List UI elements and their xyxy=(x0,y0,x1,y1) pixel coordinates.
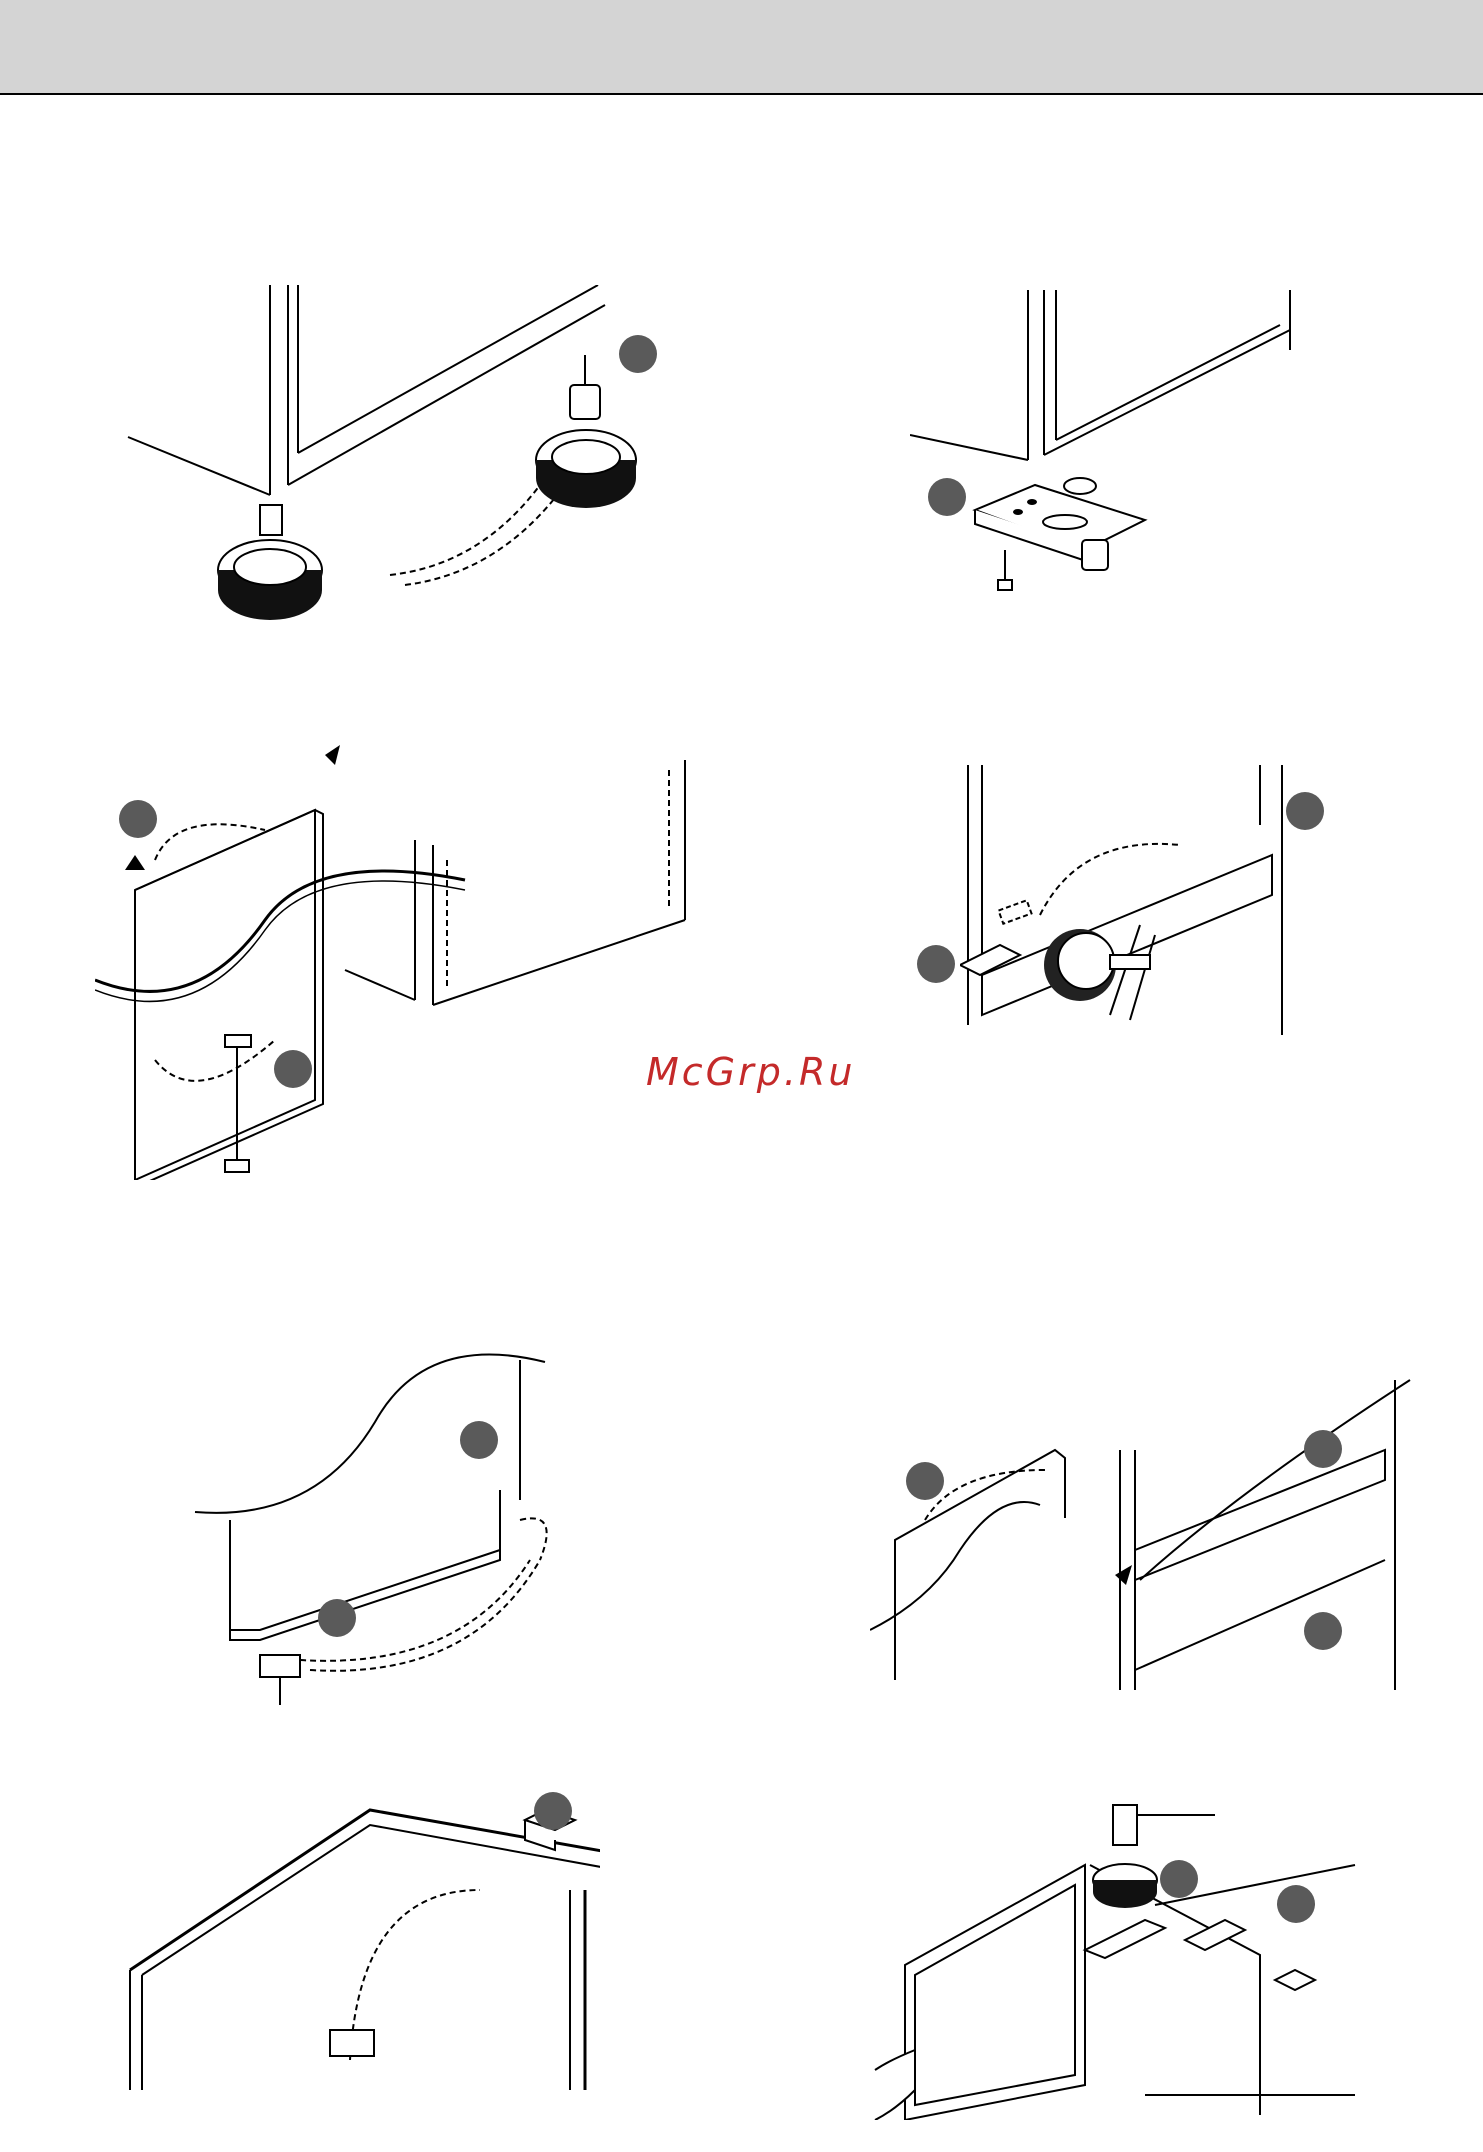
figure-lower-hinge-bracket xyxy=(910,290,1310,620)
step-marker xyxy=(928,478,966,516)
step-marker xyxy=(1160,1860,1198,1898)
step-marker xyxy=(534,1792,572,1830)
foot-left xyxy=(218,505,322,620)
step-marker xyxy=(917,945,955,983)
step-marker xyxy=(906,1462,944,1500)
figure-middle-hinge-adjust xyxy=(960,765,1300,1075)
watermark-text: McGrp.Ru xyxy=(646,1050,855,1094)
figure-top-hinge-reinstall xyxy=(855,1765,1365,2120)
foot-swap-illustration xyxy=(120,285,680,625)
middle-hinge-illustration xyxy=(960,765,1300,1075)
figure-adjustable-foot-swap xyxy=(120,285,680,625)
step-marker xyxy=(1286,792,1324,830)
lower-hinge-illustration xyxy=(910,290,1310,620)
foot-right xyxy=(536,355,636,508)
figure-fridge-door-lower-hinge xyxy=(190,1350,570,1710)
top-cover-illustration xyxy=(120,1790,600,2090)
step-marker xyxy=(619,335,657,373)
step-marker xyxy=(318,1599,356,1637)
arrow-up-icon xyxy=(125,855,145,870)
step-marker xyxy=(460,1421,498,1459)
step-marker xyxy=(1277,1885,1315,1923)
step-marker xyxy=(274,1050,312,1088)
top-reinstall-illustration xyxy=(855,1765,1365,2120)
hinge-pin-part xyxy=(260,1655,300,1677)
step-marker xyxy=(119,800,157,838)
fridge-reinstall-illustration xyxy=(870,1370,1430,1690)
freezer-door-illustration xyxy=(95,740,695,1180)
figure-top-hinge-cover xyxy=(120,1790,600,2090)
hinge-bracket xyxy=(975,478,1145,590)
step-marker xyxy=(1304,1612,1342,1650)
page-header-bar xyxy=(0,0,1483,95)
figure-fridge-door-reinstall xyxy=(870,1370,1430,1690)
arrow-down-icon xyxy=(325,745,340,765)
hinge-pin-part xyxy=(225,1035,251,1047)
figure-freezer-door-removal xyxy=(95,740,695,1180)
fridge-door-illustration xyxy=(190,1350,570,1710)
arrow-down-icon xyxy=(1115,1565,1132,1585)
hinge-cover-part xyxy=(330,2030,374,2056)
step-marker xyxy=(1304,1430,1342,1468)
